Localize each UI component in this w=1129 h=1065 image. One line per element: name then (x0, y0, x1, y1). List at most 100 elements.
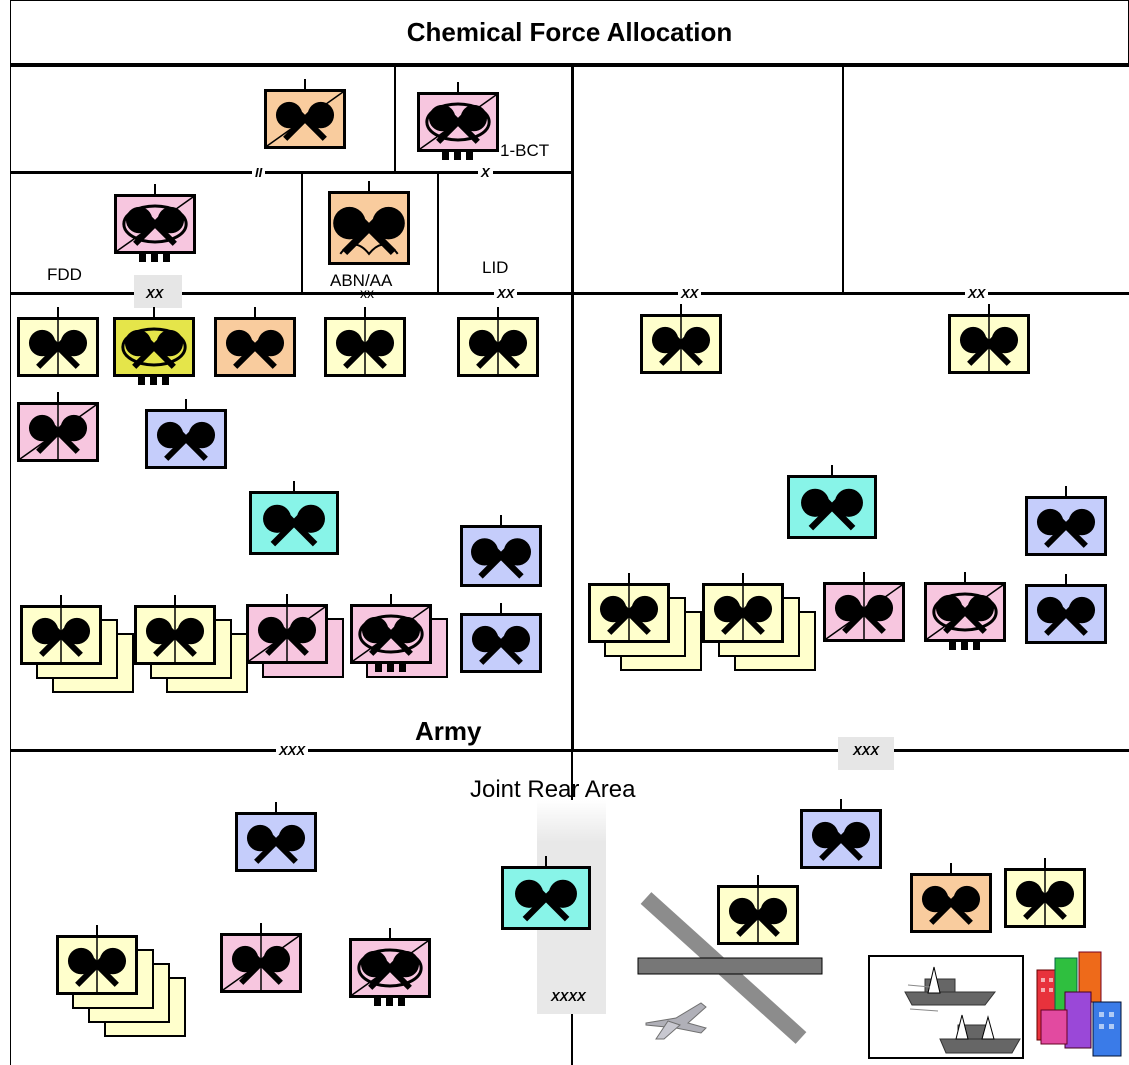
divider-bde-horizontal (10, 171, 571, 174)
divider-main-vertical (571, 64, 574, 751)
chemical-unit-icon (222, 935, 300, 991)
unit-lime (113, 307, 207, 389)
chemical-unit-icon (19, 404, 97, 460)
airbase-icon (636, 888, 824, 1048)
chemical-unit-icon (31, 608, 91, 662)
echelon-div-marker-1: XX (678, 287, 702, 301)
chemical-unit-icon (468, 320, 528, 374)
unit-echelon-tick (742, 573, 744, 583)
chemical-unit-icon (728, 888, 788, 942)
echelon-fdd-marker: XX (146, 286, 164, 301)
label-joint-rear-area: Joint Rear Area (470, 776, 636, 803)
unit-echelon-tick (57, 392, 59, 402)
unit-echelon-tick (364, 307, 366, 317)
divider-top-horizontal (10, 64, 1129, 67)
unit-yellow-jra (717, 875, 811, 957)
chemical-unit-icon (266, 91, 344, 147)
echelon-fdd-highlight (134, 275, 182, 308)
chemical-unit-icon (225, 329, 285, 369)
unit-echelon-tick (964, 572, 966, 582)
chemical-unit-icon (801, 488, 863, 531)
unit-yellow-2 (324, 307, 418, 389)
echelon-bde-marker: X (478, 166, 493, 180)
label-fdd: FDD (47, 265, 82, 284)
unit-echelon-tick (389, 928, 391, 938)
unit-fdd-pink (114, 184, 208, 266)
unit-echelon-tick (457, 82, 459, 92)
chemical-unit-icon (263, 504, 325, 547)
unit-echelon-tick (254, 307, 256, 317)
chemical-unit-icon (926, 584, 1004, 650)
unit-orange-jra (910, 863, 1004, 945)
unit-echelon-tick (390, 594, 392, 604)
unit-blue-r2 (1025, 574, 1119, 656)
unit-yellow-stack-r1 (588, 573, 706, 679)
chemical-unit-icon (335, 320, 395, 374)
chemical-unit-icon (351, 940, 429, 1006)
unit-pink-r2 (924, 572, 1018, 654)
unit-echelon-tick (260, 923, 262, 933)
chemical-unit-icon (248, 606, 326, 662)
unit-echelon-tick (757, 875, 759, 885)
unit-yellow-jra-2 (1004, 858, 1098, 940)
chemical-unit-icon (921, 885, 981, 925)
chemical-unit-icon (28, 320, 88, 374)
unit-echelon-tick (368, 181, 370, 191)
unit-echelon-tick (275, 802, 277, 812)
label-lid: LID (482, 258, 509, 277)
unit-yellow-stack-r2 (702, 573, 820, 679)
chemical-unit-icon (67, 938, 127, 992)
unit-echelon-tick (286, 594, 288, 604)
unit-blue-right-1 (1025, 486, 1119, 568)
unit-yellow-lid (457, 307, 551, 389)
unit-blue-jra-1 (235, 802, 329, 884)
unit-pink-left (17, 392, 111, 474)
chemical-unit-icon (419, 94, 497, 160)
chemical-unit-icon (1036, 508, 1096, 548)
unit-pink-jra-2 (349, 928, 443, 1010)
divider-abn-left (301, 171, 303, 294)
unit-blue-jra-2 (800, 799, 894, 881)
unit-blue-left (145, 399, 239, 481)
unit-echelon-tick (628, 573, 630, 583)
unit-abn-orange (328, 181, 422, 277)
unit-echelon-tick (57, 307, 59, 317)
unit-pink-jra-1 (220, 923, 314, 1005)
unit-echelon-tick (304, 79, 306, 89)
chemical-unit-icon (811, 821, 871, 861)
unit-echelon-tick (680, 304, 682, 314)
unit-echelon-tick (545, 856, 547, 866)
unit-cyan-left (249, 481, 351, 567)
city-buildings-icon (1035, 950, 1129, 1058)
label-abn-aa: ABN/AA (330, 271, 393, 290)
unit-echelon-tick (863, 572, 865, 582)
outer-left-border (10, 0, 11, 1065)
chemical-unit-icon (713, 586, 773, 640)
unit-echelon-tick (174, 595, 176, 605)
divider-div-horizontal (10, 292, 1129, 295)
unit-yellow-1 (17, 307, 111, 389)
unit-echelon-tick (60, 595, 62, 605)
unit-echelon-tick (293, 481, 295, 491)
label-army: Army (415, 716, 482, 746)
unit-yellow-stack-1 (20, 595, 138, 701)
unit-echelon-tick (1044, 858, 1046, 868)
unit-echelon-tick (185, 399, 187, 409)
label-abn-echelon: xx (360, 285, 374, 301)
unit-yellow-right-2 (948, 304, 1042, 386)
unit-top-pink-1bct (417, 82, 511, 164)
chemical-unit-icon (333, 206, 405, 256)
chemical-unit-icon (825, 584, 903, 640)
unit-orange-2 (214, 307, 308, 389)
echelon-corps-marker: XXX (276, 744, 309, 758)
chemical-unit-icon (116, 196, 194, 262)
echelon-corps-marker-2: XXX (853, 743, 880, 758)
unit-echelon-tick (840, 799, 842, 809)
unit-echelon-tick (500, 603, 502, 613)
chemical-unit-icon (515, 879, 577, 922)
page-title: Chemical Force Allocation (10, 0, 1129, 64)
echelon-lid-marker: XX (494, 287, 518, 301)
echelon-bn-marker: II (252, 166, 266, 180)
unit-yellow-stack-jra (56, 925, 186, 1043)
unit-pink-r1 (823, 572, 917, 654)
